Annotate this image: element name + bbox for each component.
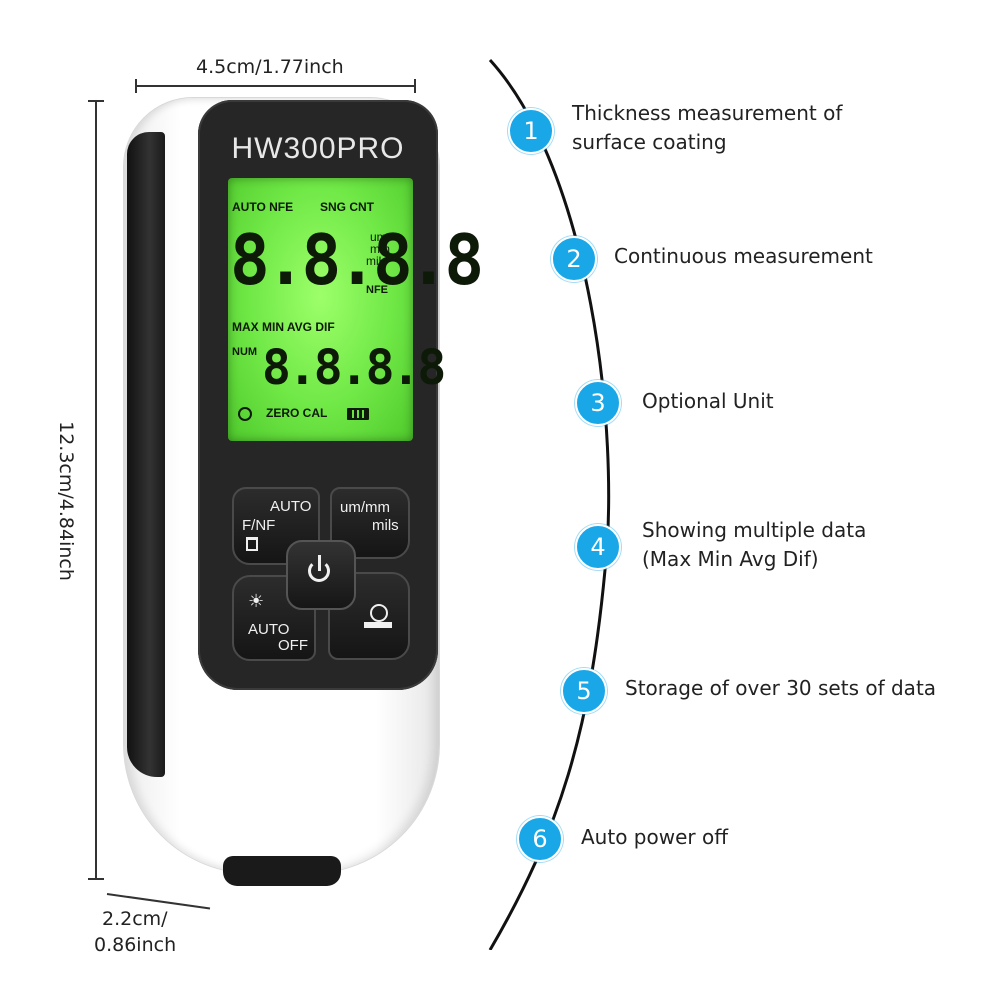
feature-number-1: 1 — [508, 108, 554, 154]
depth-dimension-line — [106, 893, 211, 910]
feature-text-3: Optional Unit — [642, 387, 774, 416]
feature-number-3: 3 — [575, 380, 621, 426]
lcd-unit-um: um — [370, 230, 387, 244]
feature-number-4: 4 — [575, 524, 621, 570]
width-dimension-tick-left — [135, 79, 137, 93]
feature-4-line-1: Showing multiple data — [642, 518, 867, 542]
trash-icon — [246, 537, 258, 551]
feature-text-2: Continuous measurement — [614, 242, 873, 271]
feature-number-6: 6 — [517, 816, 563, 862]
power-button[interactable] — [286, 540, 356, 610]
lcd-secondary-reading: 8.8.8.8 — [262, 340, 446, 396]
height-dimension-tick-top — [88, 100, 104, 102]
height-dimension-label: 12.3cm/4.84inch — [55, 421, 77, 581]
feature-number-5: 5 — [561, 668, 607, 714]
feature-4-line-2: (Max Min Avg Dif) — [642, 547, 819, 571]
lcd-unit-mm: mm — [370, 242, 390, 256]
timeline-arc — [488, 58, 611, 950]
lcd-unit-mils: mils — [366, 254, 388, 268]
fnf-button-label: F/NF — [242, 517, 276, 534]
depth-dimension-label-line1: 2.2cm/ — [102, 908, 168, 930]
lcd-screen: AUTO NFE SNG CNT 8.8.8.8 um mm mils NFE … — [228, 178, 484, 441]
feature-text-1: Thickness measurement of surface coating — [572, 99, 842, 157]
feature-3-line-1: Optional Unit — [642, 389, 774, 413]
feature-text-4: Showing multiple data (Max Min Avg Dif) — [642, 516, 866, 574]
lcd-main-reading: 8.8.8.8 — [230, 220, 484, 301]
power-icon — [308, 560, 330, 582]
auto-off-label-top: AUTO — [248, 621, 290, 638]
side-grip — [127, 132, 165, 777]
auto-button-label: AUTO — [270, 498, 312, 515]
probe-icon — [370, 604, 388, 622]
feature-number-2: 2 — [551, 236, 597, 282]
feature-1-line-1: Thickness measurement of — [572, 101, 843, 125]
lcd-mode-label: AUTO NFE — [232, 200, 294, 214]
height-dimension-line — [95, 100, 97, 880]
units-button-label-bottom: mils — [372, 517, 399, 534]
feature-2-line-1: Continuous measurement — [614, 244, 873, 268]
units-button-label-top: um/mm — [340, 499, 390, 516]
auto-off-label-bottom: OFF — [278, 637, 308, 654]
lcd-unit-nfe: NFE — [366, 284, 388, 296]
height-dimension-tick-bottom — [88, 878, 104, 880]
lcd-zero-cal: ZERO CAL — [266, 406, 328, 420]
depth-dimension-label-line2: 0.86inch — [94, 934, 177, 956]
backlight-icon: ☀ — [248, 591, 265, 611]
power-icon-stem — [318, 555, 321, 571]
probe-foot — [223, 856, 341, 886]
feature-6-line-1: Auto power off — [581, 825, 728, 849]
feature-1-line-2: surface coating — [572, 130, 727, 154]
feature-5-line-1: Storage of over 30 sets of data — [625, 676, 937, 700]
battery-icon — [347, 408, 369, 420]
width-dimension-label: 4.5cm/1.77inch — [196, 56, 344, 78]
width-dimension-line — [136, 85, 415, 87]
feature-text-5: Storage of over 30 sets of data — [625, 674, 936, 703]
feature-timeline-curve — [488, 58, 611, 950]
lcd-stats-row: MAX MIN AVG DIF — [232, 320, 335, 334]
lcd-count-label: SNG CNT — [320, 200, 374, 214]
feature-text-6: Auto power off — [581, 823, 728, 852]
clock-icon — [238, 407, 252, 421]
model-name: HW300PRO — [231, 132, 405, 165]
width-dimension-tick-right — [414, 79, 416, 93]
lcd-num-label: NUM — [232, 346, 258, 358]
probe-icon-base — [364, 622, 392, 628]
